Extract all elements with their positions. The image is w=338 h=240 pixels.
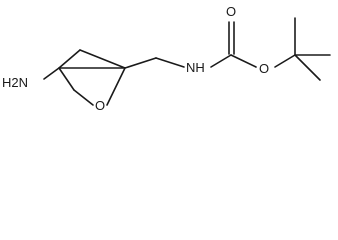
bond-cage-top-bridge: [79, 49, 126, 69]
bond-carbonyl-oxygen: [230, 54, 257, 68]
bond-cage-down-oxygen: [73, 89, 94, 106]
bond-oxygen-tbu: [274, 54, 296, 68]
atom-amine-label: H2N: [2, 75, 28, 90]
bond-ch2-nh: [155, 57, 185, 68]
bond-ch2-up: [124, 57, 157, 69]
bond-cage-left-top: [58, 49, 81, 69]
molecule-diagram: H2N O NH O O: [2, 4, 331, 113]
bond-tbu-methyl-down: [294, 54, 321, 81]
atom-nh-label: NH: [186, 60, 205, 75]
bond-oxygen-right: [106, 67, 126, 106]
bond-cage-left-down: [58, 67, 75, 91]
structure-canvas: H2N O NH O O: [2, 4, 331, 113]
bond-nh-carbonyl: [210, 54, 232, 68]
atom-carbonyl-oxygen-label: O: [226, 4, 236, 19]
atom-ring-oxygen-label: O: [95, 98, 105, 113]
bond-amine: [43, 67, 60, 80]
atom-ester-oxygen-label: O: [259, 61, 269, 76]
